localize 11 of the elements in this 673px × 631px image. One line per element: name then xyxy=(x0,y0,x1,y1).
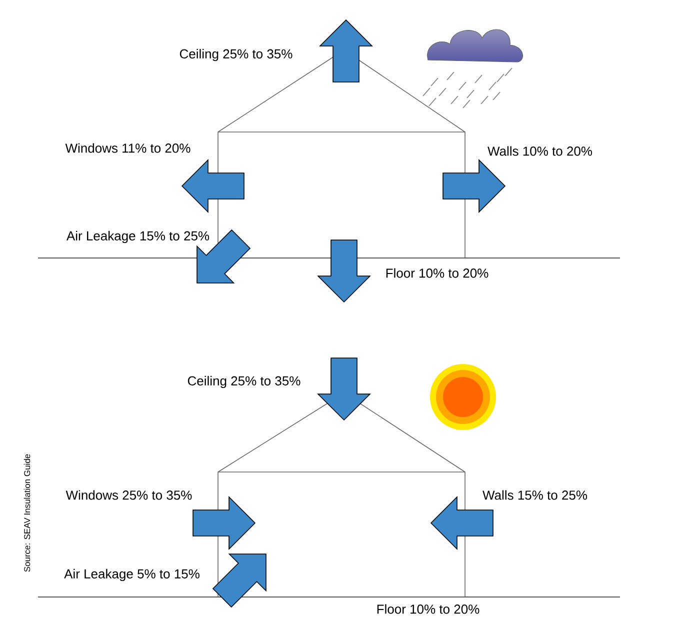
percentage-label: Windows 11% to 20% xyxy=(65,143,190,153)
percentage-label: Walls 15% to 25% xyxy=(482,490,588,500)
percentage-label: Floor 10% to 20% xyxy=(386,268,488,278)
percentage-label: Air Leakage 15% to 25% xyxy=(66,230,210,244)
percentage-label: Air Leakage 5% to 15% xyxy=(64,568,200,582)
percentage-label: Floor 10% to 20% xyxy=(377,604,480,614)
percentage-label: Ceiling 25% to 35% xyxy=(180,48,292,62)
percentage-label: Windows 25% to 35% xyxy=(66,490,192,500)
percentage-label: Walls 10% to 20% xyxy=(488,146,592,156)
source-note: Source: SEAV Insulation Guide xyxy=(24,454,30,572)
percentage-label: Ceiling 25% to 35% xyxy=(188,376,300,388)
